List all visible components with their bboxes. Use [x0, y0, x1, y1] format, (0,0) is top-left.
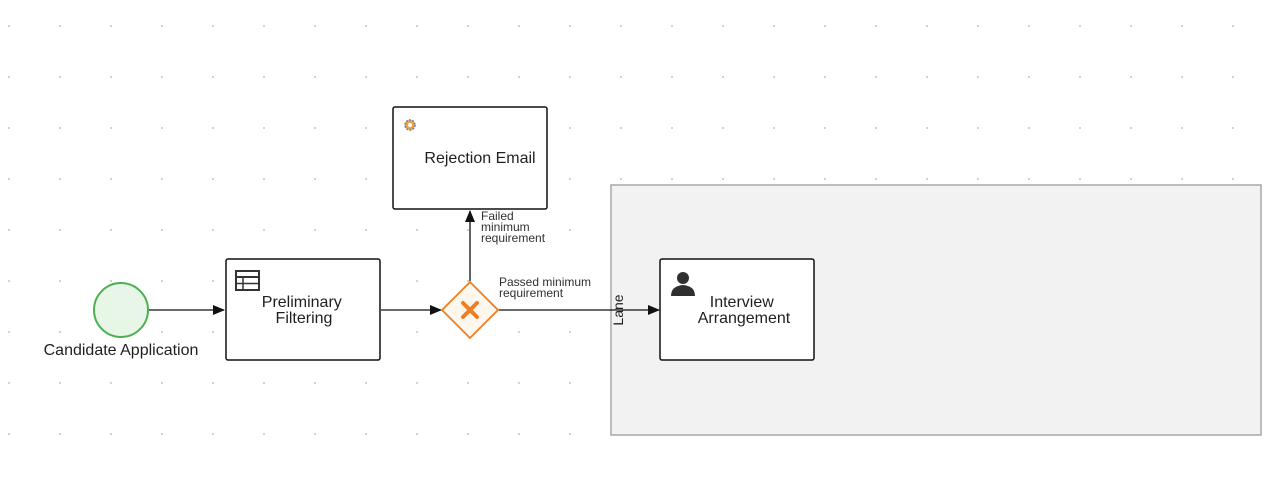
task-rejection-email[interactable]: Rejection Email	[392, 106, 548, 210]
sequence-flows	[149, 210, 660, 315]
service-gear-icon	[404, 119, 416, 131]
start-event-label: Candidate Application	[44, 342, 199, 359]
failed-flow-label: Failed minimum requirement	[481, 209, 546, 245]
task-preliminary-filtering-label: Preliminary Filtering	[262, 294, 346, 327]
exclusive-gateway[interactable]	[440, 280, 500, 340]
user-icon	[671, 272, 695, 296]
start-event[interactable]: Candidate Application	[44, 282, 199, 359]
task-interview-arrangement[interactable]: Interview Arrangement	[659, 258, 815, 361]
x-icon	[461, 301, 479, 319]
passed-flow-label: Passed minimum requirement	[499, 275, 594, 300]
task-rejection-email-box[interactable]	[392, 106, 548, 210]
task-interview-arrangement-box[interactable]	[659, 258, 815, 361]
task-preliminary-filtering[interactable]: Preliminary Filtering	[225, 258, 381, 361]
start-event-circle[interactable]	[93, 282, 149, 338]
task-preliminary-filtering-box[interactable]	[225, 258, 381, 361]
task-interview-arrangement-label: Interview Arrangement	[698, 294, 791, 327]
task-rejection-email-label: Rejection Email	[424, 150, 535, 167]
table-icon	[235, 270, 260, 291]
